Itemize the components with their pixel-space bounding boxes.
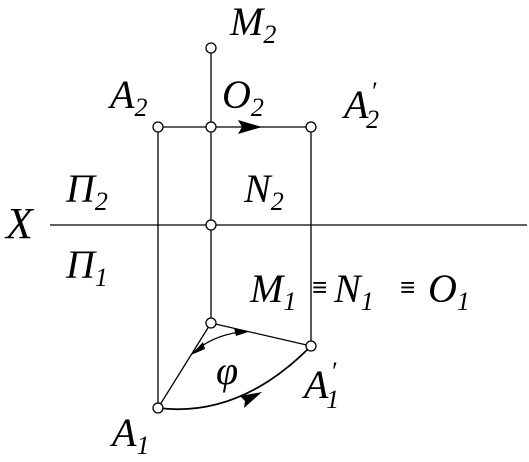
label-a1: A1 (109, 410, 149, 460)
point-a2prime (305, 121, 317, 133)
angle-arrow-right (234, 328, 248, 336)
point-n2 (205, 219, 217, 231)
label-pi1: Π1 (65, 242, 108, 292)
label-n2: N2 (243, 166, 284, 216)
label-n1: N1 (333, 266, 374, 316)
arrow-head-top (238, 120, 262, 134)
label-phi: φ (216, 348, 238, 393)
radius-o1-a1prime (210, 322, 312, 347)
point-a1prime (305, 340, 317, 352)
point-o1 (205, 317, 217, 329)
label-m2: M2 (229, 0, 276, 49)
label-m1: M1 (249, 266, 296, 316)
label-a2prime: A′2 (341, 77, 379, 134)
rotation-arc (157, 345, 312, 411)
label-pi2: Π2 (65, 166, 108, 216)
arrow-head-arc (240, 392, 262, 408)
label-a2: A2 (107, 72, 147, 122)
radius-o1-a1 (157, 322, 212, 409)
equiv-sign-1: ≡ (312, 272, 327, 302)
label-o2: O2 (222, 72, 264, 122)
label-x-axis: X (4, 199, 35, 248)
point-o2 (205, 121, 217, 133)
equiv-sign-2: ≡ (400, 272, 415, 302)
angle-arrow-left (191, 342, 205, 355)
point-a2 (152, 121, 164, 133)
label-a1prime: A′1 (301, 357, 339, 414)
label-o1: O1 (428, 266, 470, 316)
point-m2 (205, 42, 217, 54)
point-a1 (152, 402, 164, 414)
